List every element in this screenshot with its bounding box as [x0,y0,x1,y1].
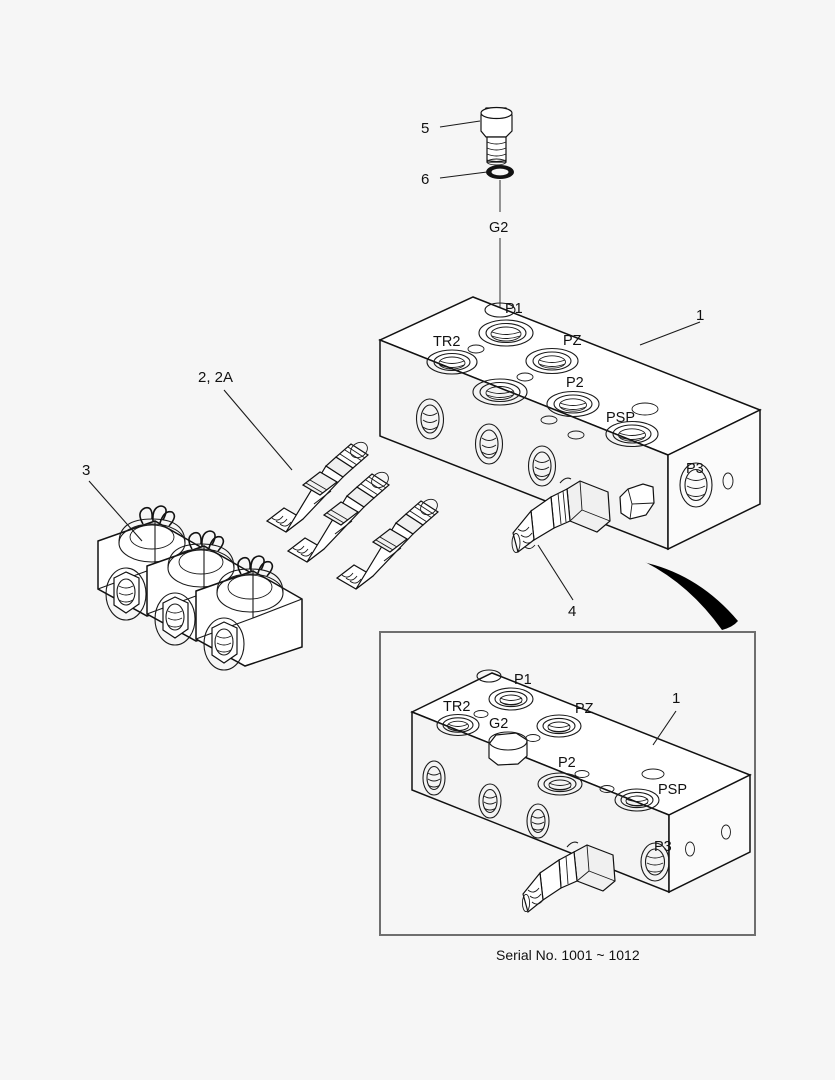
solenoid-coil-3 [195,555,303,671]
inset-panel: P1 TR2 PZ [379,631,756,963]
leader-5 [439,120,481,128]
port-label-pz-main: PZ [563,333,582,349]
leader-4 [537,544,574,601]
callout-2-2a-label: 2, 2A [198,369,233,386]
port-pz-inset [536,714,582,738]
leader-1-main [639,321,701,346]
inset-caption: Serial No. 1001 ~ 1012 [496,947,640,963]
inset-fitting [521,841,616,914]
port-label-p1-inset: P1 [514,672,532,688]
port-p1-main [478,319,534,347]
cartridge-valve-3 [335,498,439,590]
callout-6-label: 6 [421,171,429,188]
port-p2-inset [537,772,583,796]
right-face-hex-plug-main [619,483,655,520]
callout-5-label: 5 [421,120,429,137]
cartridge-valve-2 [286,471,390,563]
port-label-p2-main: P2 [566,375,584,391]
port-label-p1-main: P1 [505,301,523,317]
port-label-g2-main: G2 [489,220,508,236]
port-tr2-inset [436,713,480,737]
port-label-pz-inset: PZ [575,701,594,717]
port-p2-main [546,390,600,418]
port-g2-bore-main [472,378,528,406]
front-face-bores-main [415,398,557,487]
port-label-psp-inset: PSP [658,782,687,798]
callout-1-main-label: 1 [696,307,704,324]
port-p3-inset [640,842,670,882]
callout-3-label: 3 [82,462,90,479]
part-6-o-ring [486,165,514,179]
port-label-p2-inset: P2 [558,755,576,771]
port-label-tr2-main: TR2 [433,334,460,350]
port-label-g2-inset: G2 [489,716,508,732]
part-4-fitting [511,477,611,554]
leader-6 [439,171,488,179]
leader-1-inset [652,710,677,746]
port-pz-main [525,347,579,375]
front-face-bores-inset [422,760,550,839]
port-p3-main [679,462,713,508]
port-tr2-main [426,349,478,375]
port-g2-plug-inset [488,731,541,766]
callout-4-label: 4 [568,603,576,620]
part-3-solenoid-coils [97,505,303,671]
port-label-p3-inset: P3 [654,839,672,855]
leader-3 [88,480,143,542]
inset-border [379,631,756,936]
port-label-psp-main: PSP [606,410,635,426]
port-psp-inset [614,788,660,812]
part-2-cartridge-valves [265,441,439,590]
part-1-valve-block-inset: P1 TR2 PZ [410,669,752,914]
inset-pointer-arrow [645,562,738,630]
leader-2-2a [223,389,293,471]
port-psp-main [605,420,659,448]
port-p1-inset [488,687,534,711]
part-5-hex-plug [480,106,513,166]
port-label-tr2-inset: TR2 [443,699,470,715]
callout-1-inset-label: 1 [672,690,680,707]
cartridge-valve-1 [265,441,369,533]
port-label-p3-main: P3 [686,461,704,477]
